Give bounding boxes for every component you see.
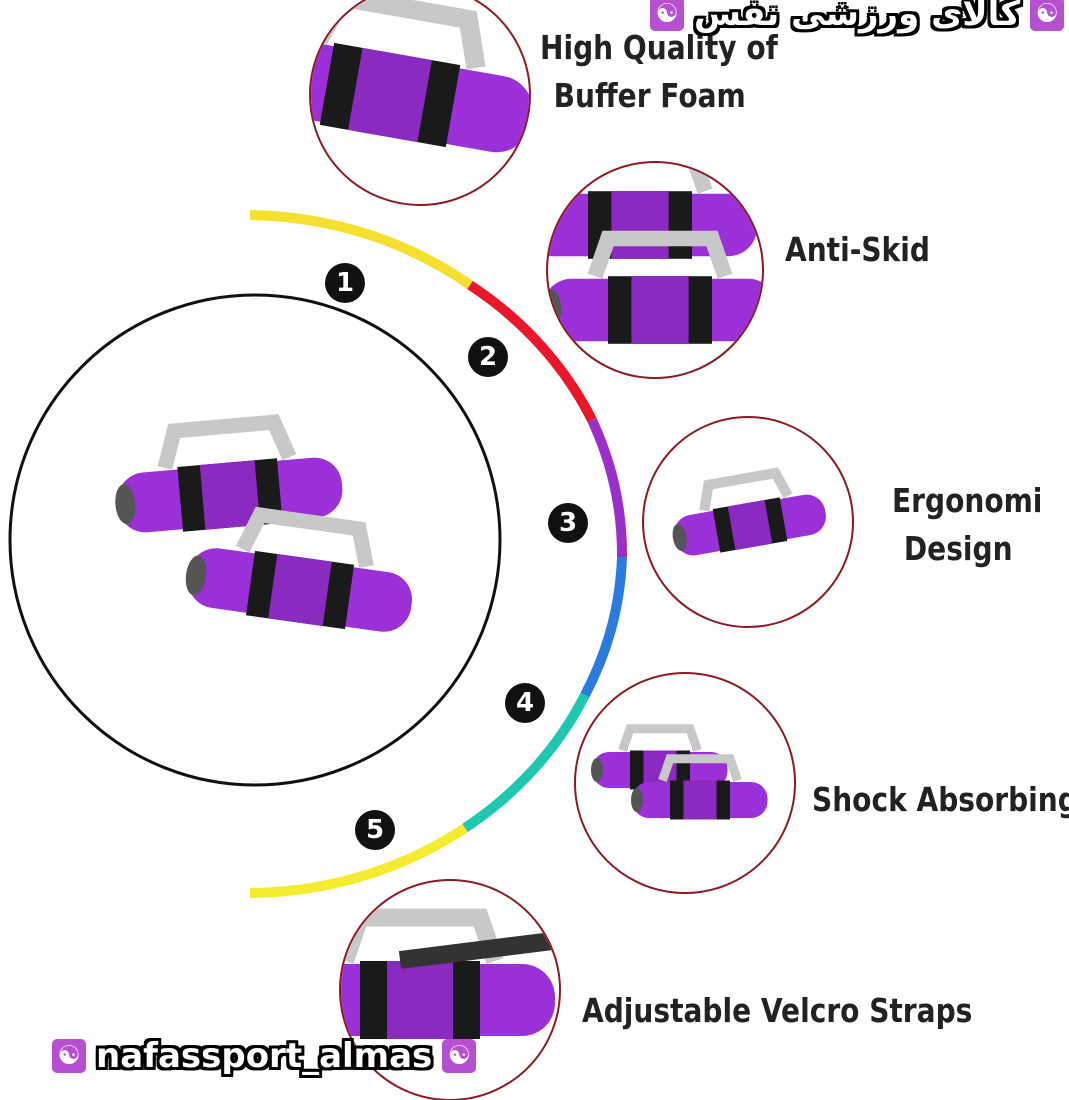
feature-label-2: Anti-Skid: [785, 230, 930, 269]
yin-yang-icon: ☯: [52, 1039, 86, 1073]
main-product-image: [8, 293, 502, 787]
feature-label-4: Shock Absorbing: [812, 780, 1069, 819]
color-arc: [249, 210, 628, 898]
feature-label-3: Ergonomi Design: [892, 477, 1042, 573]
yin-yang-icon: ☯: [1030, 0, 1065, 31]
feature-label-5: Adjustable Velcro Straps: [582, 991, 973, 1030]
feature-image-4: [574, 672, 796, 894]
feature-number-1: 1: [325, 263, 365, 303]
feature-image-5: [339, 879, 561, 1100]
label-line: High Quality of: [540, 28, 778, 67]
label-line: Ergonomi: [892, 481, 1043, 520]
feature-image-2: [546, 161, 764, 379]
feature-image-3: [642, 416, 854, 628]
yin-yang-icon: ☯: [442, 1039, 477, 1073]
feature-number-4: 4: [505, 683, 545, 723]
feature-label-1: High Quality of Buffer Foam: [540, 24, 778, 120]
watermark-text: کالای ورزشی نفس: [694, 0, 1021, 34]
watermark-text: nafassport_almas: [96, 1036, 433, 1076]
feature-number-2: 2: [468, 337, 508, 377]
feature-number-5: 5: [355, 810, 395, 850]
header-watermark: ☯ کالای ورزشی نفس ☯: [650, 0, 1065, 34]
label-line: Buffer Foam: [553, 76, 746, 115]
feature-image-1: [309, 0, 531, 206]
label-line: Design: [903, 529, 1013, 568]
footer-watermark: ☯ nafassport_almas ☯: [52, 1036, 477, 1076]
yin-yang-icon: ☯: [650, 0, 684, 31]
feature-number-3: 3: [548, 503, 588, 543]
